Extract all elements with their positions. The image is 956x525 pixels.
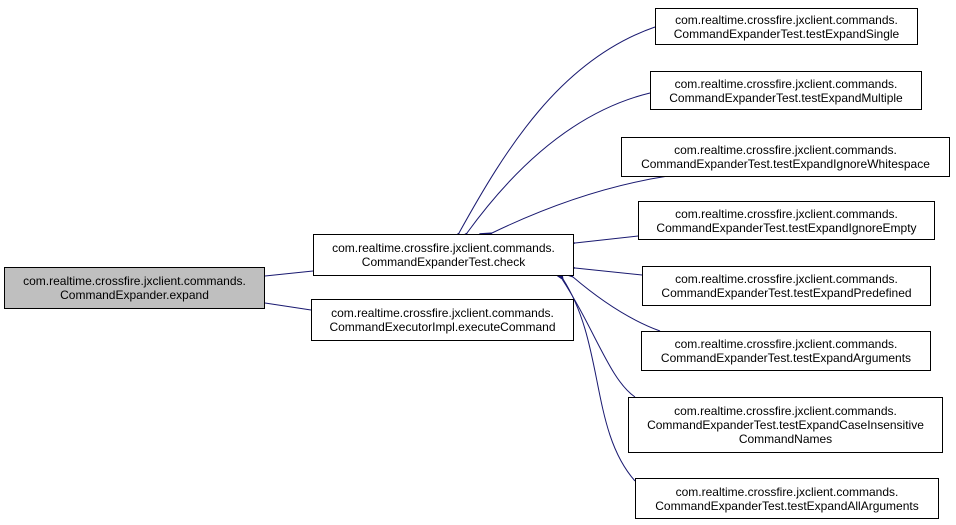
edge-whitespace-to-check <box>492 175 669 233</box>
node-line: CommandExpanderTest.check <box>361 255 526 269</box>
edge-execute-to-expand <box>265 303 312 311</box>
node-line: com.realtime.crossfire.jxclient.commands… <box>674 404 897 418</box>
node-testexpandallarguments[interactable]: com.realtime.crossfire.jxclient.commands… <box>635 478 939 519</box>
edge-check-to-expand <box>265 270 314 276</box>
node-line: CommandExpanderTest.testExpandAllArgumen… <box>655 498 919 513</box>
node-commandexpandertest-check[interactable]: com.realtime.crossfire.jxclient.commands… <box>313 234 574 276</box>
node-line: com.realtime.crossfire.jxclient.commands… <box>674 143 897 157</box>
node-line: com.realtime.crossfire.jxclient.commands… <box>675 12 898 27</box>
node-line: com.realtime.crossfire.jxclient.commands… <box>675 272 898 286</box>
node-line: CommandExpanderTest.testExpandCaseInsens… <box>647 418 924 432</box>
node-line: com.realtime.crossfire.jxclient.commands… <box>674 337 898 351</box>
node-line: CommandNames <box>738 432 833 446</box>
node-line: com.realtime.crossfire.jxclient.commands… <box>674 76 898 91</box>
node-commandexpander-expand: com.realtime.crossfire.jxclient.commands… <box>4 267 265 309</box>
node-line: CommandExpanderTest.testExpandIgnoreEmpt… <box>656 220 917 235</box>
node-line: com.realtime.crossfire.jxclient.commands… <box>675 206 898 221</box>
node-line: CommandExpanderTest.testExpandSingle <box>673 26 900 41</box>
node-testexpandmultiple[interactable]: com.realtime.crossfire.jxclient.commands… <box>650 71 922 110</box>
node-line: com.realtime.crossfire.jxclient.commands… <box>331 306 554 320</box>
node-testexpandignorewhitespace[interactable]: com.realtime.crossfire.jxclient.commands… <box>621 137 950 177</box>
node-testexpandpredefined[interactable]: com.realtime.crossfire.jxclient.commands… <box>642 266 931 306</box>
node-line: CommandExpanderTest.testExpandMultiple <box>669 90 903 105</box>
node-commandexecutorimpl-executecommand[interactable]: com.realtime.crossfire.jxclient.commands… <box>311 299 574 341</box>
node-line: CommandExpander.expand <box>60 288 209 302</box>
edge-single-to-check <box>459 26 656 233</box>
node-line: com.realtime.crossfire.jxclient.commands… <box>332 241 555 255</box>
edge-empty-to-check <box>575 235 639 243</box>
node-line: com.realtime.crossfire.jxclient.commands… <box>23 274 246 288</box>
node-testexpandignoreempty[interactable]: com.realtime.crossfire.jxclient.commands… <box>638 201 935 240</box>
node-testexpandarguments[interactable]: com.realtime.crossfire.jxclient.commands… <box>641 331 931 371</box>
edge-arguments-to-check <box>573 277 661 332</box>
node-line: CommandExpanderTest.testExpandArguments <box>660 351 912 365</box>
node-line: CommandExpanderTest.testExpandPredefined <box>661 286 912 300</box>
edge-multiple-to-check <box>467 92 651 233</box>
node-line: CommandExecutorImpl.executeCommand <box>329 320 556 334</box>
node-line: com.realtime.crossfire.jxclient.commands… <box>675 484 899 499</box>
node-testexpandsingle[interactable]: com.realtime.crossfire.jxclient.commands… <box>655 8 918 45</box>
node-line: CommandExpanderTest.testExpandIgnoreWhit… <box>641 157 930 171</box>
edge-predefined-to-check <box>575 268 643 276</box>
node-testexpandcaseinsensitivecommandnames[interactable]: com.realtime.crossfire.jxclient.commands… <box>628 397 943 453</box>
edge-allarguments-to-check <box>563 279 636 482</box>
